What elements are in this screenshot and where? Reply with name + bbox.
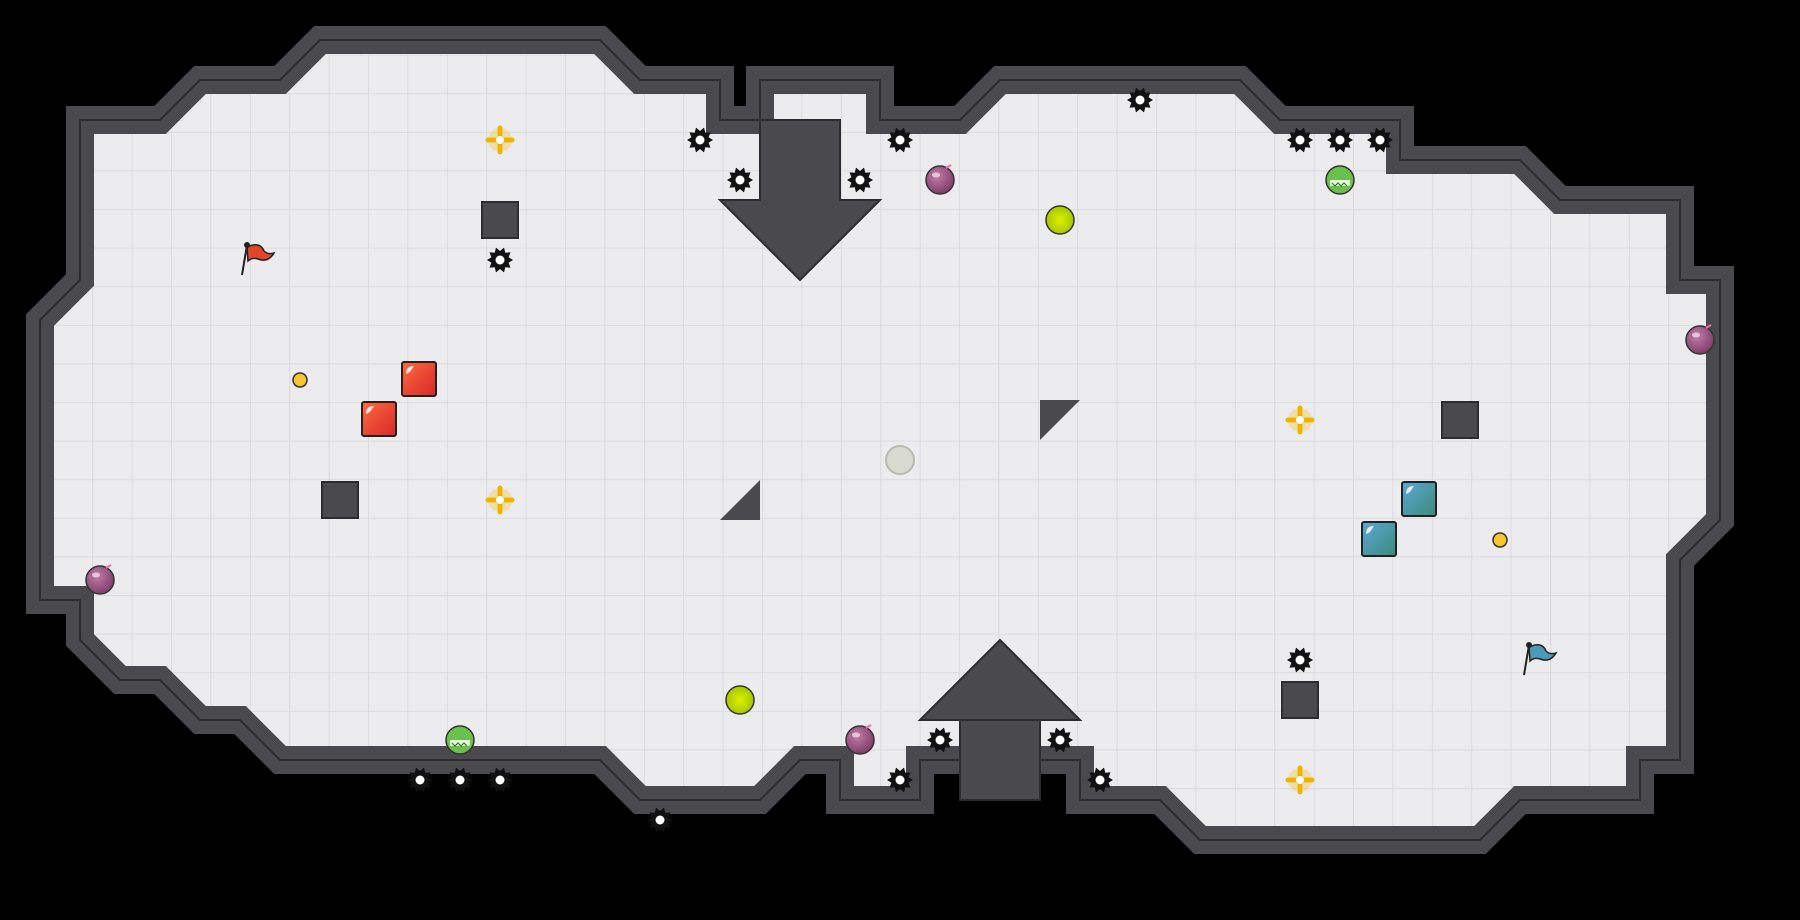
boost-pad-icon	[1045, 205, 1075, 235]
red-team-tile	[361, 401, 397, 437]
spike-icon	[887, 127, 913, 153]
spike-icon	[1287, 647, 1313, 673]
spike-icon	[927, 727, 953, 753]
bomb-icon	[925, 164, 955, 195]
blue-team-tile	[1361, 521, 1397, 557]
juke-juice-icon	[445, 725, 475, 755]
block-wall	[1441, 401, 1479, 439]
powerup-icon	[1285, 765, 1315, 795]
spike-icon	[487, 247, 513, 273]
blue-team-tile	[1401, 481, 1437, 517]
spike-icon	[687, 127, 713, 153]
boost-pad-icon	[725, 685, 755, 715]
bomb-icon	[1685, 324, 1715, 355]
bomb-icon	[845, 724, 875, 755]
objects	[85, 87, 1715, 833]
spike-icon	[727, 167, 753, 193]
floor-inner	[52, 54, 1708, 827]
spike-icon	[1367, 127, 1393, 153]
bottom-arrow-wall	[917, 638, 1083, 721]
spike-icon	[647, 807, 673, 833]
juke-juice-icon	[1325, 165, 1355, 195]
spike-icon	[1087, 767, 1113, 793]
spike-icon	[1327, 127, 1353, 153]
powerup-icon	[485, 485, 515, 515]
powerup-icon	[485, 125, 515, 155]
diagonal-wall	[720, 480, 760, 520]
bottom-stem-wall	[959, 719, 1041, 801]
spike-icon	[887, 767, 913, 793]
spike-icon	[407, 767, 433, 793]
spike-icon	[1287, 127, 1313, 153]
block-wall	[1281, 681, 1319, 719]
top-arrow-wall	[717, 119, 883, 282]
marker-dot	[292, 372, 308, 388]
powerup-icon	[1285, 405, 1315, 435]
spike-icon	[487, 767, 513, 793]
block-wall	[321, 481, 359, 519]
spike-icon	[1127, 87, 1153, 113]
diagonal-wall	[1040, 400, 1080, 440]
spike-icon	[447, 767, 473, 793]
red-team-tile	[401, 361, 437, 397]
floor	[40, 40, 1720, 840]
red-flag-icon	[241, 242, 276, 276]
block-wall	[481, 201, 519, 239]
blue-flag-icon	[1523, 642, 1558, 676]
spike-icon	[847, 167, 873, 193]
spike-icon	[1047, 727, 1073, 753]
marker-dot	[1492, 532, 1508, 548]
outer-wall-edge	[39, 39, 1721, 841]
bomb-icon	[85, 564, 115, 595]
center-button	[885, 445, 915, 475]
walls	[26, 26, 1734, 854]
